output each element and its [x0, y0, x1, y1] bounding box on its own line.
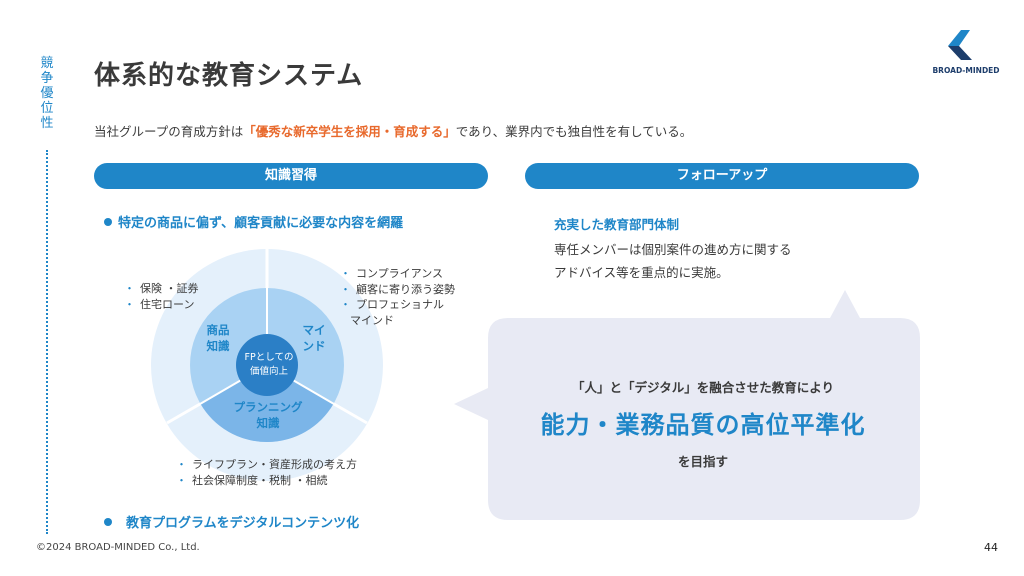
section-label-char: 争: [40, 71, 54, 86]
mind-items-list: ・コンプライアンス ・顧客に寄り添う姿勢 ・プロフェショナル マインド: [340, 266, 455, 328]
page-title: 体系的な教育システム: [94, 61, 364, 91]
knowledge-pill: 知識習得: [94, 163, 488, 189]
bubble-tail-text: を目指す: [677, 454, 728, 469]
speech-bubble-shape: [454, 290, 920, 520]
core-line2: 価値向上: [249, 366, 288, 377]
bullet-coverage: 特定の商品に偏ず、顧客貢献に必要な内容を網羅: [104, 212, 403, 231]
list-item: ・社会保障制度・税制 ・相続: [176, 473, 328, 487]
section-label: 競 争 優 位 性: [38, 56, 56, 131]
page-number: 44: [984, 541, 998, 554]
intro-highlight: 「優秀な新卒学生を採用・育成する」: [243, 124, 456, 139]
wheel-core-label: FPとしての 価値向上: [237, 351, 301, 379]
intro-before: 当社グループの育成方針は: [94, 124, 244, 139]
dotted-divider: [46, 150, 48, 534]
wheel-divider: [166, 402, 201, 425]
segment-mind-line2: ンド: [302, 339, 326, 353]
wheel-divider: [333, 402, 368, 425]
list-item: ・ライフプラン・資産形成の考え方: [176, 458, 357, 471]
section-label-char: 優: [40, 86, 54, 101]
education-wheel-diagram: [151, 249, 383, 481]
list-item: ・プロフェショナル: [340, 298, 444, 311]
segment-product-line1: 商品: [206, 323, 230, 337]
bullet-digital: 教育プログラムをデジタルコンテンツ化: [104, 512, 359, 531]
intro-text: 当社グループの育成方針は「優秀な新卒学生を採用・育成する」であり、業界内でも独自…: [94, 121, 692, 140]
list-item: マインド: [350, 313, 394, 327]
brand-logo: [948, 30, 972, 60]
bullet-dot-icon: [104, 218, 112, 226]
section-label-char: 性: [40, 116, 54, 131]
speech-bubble: [454, 290, 920, 520]
followup-heading: 充実した教育部門体制: [554, 217, 680, 232]
planning-items-list: ・ライフプラン・資産形成の考え方 ・社会保障制度・税制 ・相続: [176, 457, 357, 488]
bullet-dot-icon: [104, 518, 112, 526]
followup-body-line1: 専任メンバーは個別案件の進め方に関する: [554, 242, 792, 257]
copyright: ©2024 BROAD-MINDED Co., Ltd.: [36, 542, 200, 553]
segment-product-line2: 知識: [206, 339, 230, 353]
segment-planning-line1: プランニング: [233, 400, 303, 414]
bullet-coverage-text: 特定の商品に偏ず、顧客貢献に必要な内容を網羅: [118, 216, 404, 231]
bubble-main-message: 能力・業務品質の高位平準化: [540, 411, 866, 439]
bubble-lead-text: 「人」と「デジタル」を融合させた教育により: [571, 380, 834, 395]
section-label-char: 位: [40, 101, 54, 116]
bullet-digital-text: 教育プログラムをデジタルコンテンツ化: [126, 516, 360, 531]
section-label-char: 競: [40, 56, 54, 71]
segment-mind-label: マイ ンド: [294, 322, 334, 354]
followup-body: 専任メンバーは個別案件の進め方に関する アドバイス等を重点的に実施。: [554, 238, 792, 284]
followup-body-line2: アドバイス等を重点的に実施。: [554, 265, 729, 280]
list-item: ・保険 ・証券: [124, 282, 199, 295]
intro-after: であり、業界内でも独自性を有している。: [455, 124, 693, 139]
product-items-list: ・保険 ・証券 ・住宅ローン: [124, 281, 199, 312]
followup-pill: フォローアップ: [525, 163, 919, 189]
segment-product-label: 商品 知識: [198, 322, 238, 354]
brand-name: BROAD-MINDED: [932, 66, 1000, 75]
list-item: ・コンプライアンス: [340, 267, 444, 280]
segment-mind-line1: マイ: [302, 323, 326, 337]
segment-planning-line2: 知識: [256, 416, 280, 430]
segment-planning-label: プランニング 知識: [222, 399, 314, 431]
wheel-core: [236, 334, 298, 396]
list-item: ・住宅ローン: [124, 297, 195, 311]
list-item: ・顧客に寄り添う姿勢: [340, 282, 455, 296]
core-line1: FPとしての: [244, 352, 294, 363]
